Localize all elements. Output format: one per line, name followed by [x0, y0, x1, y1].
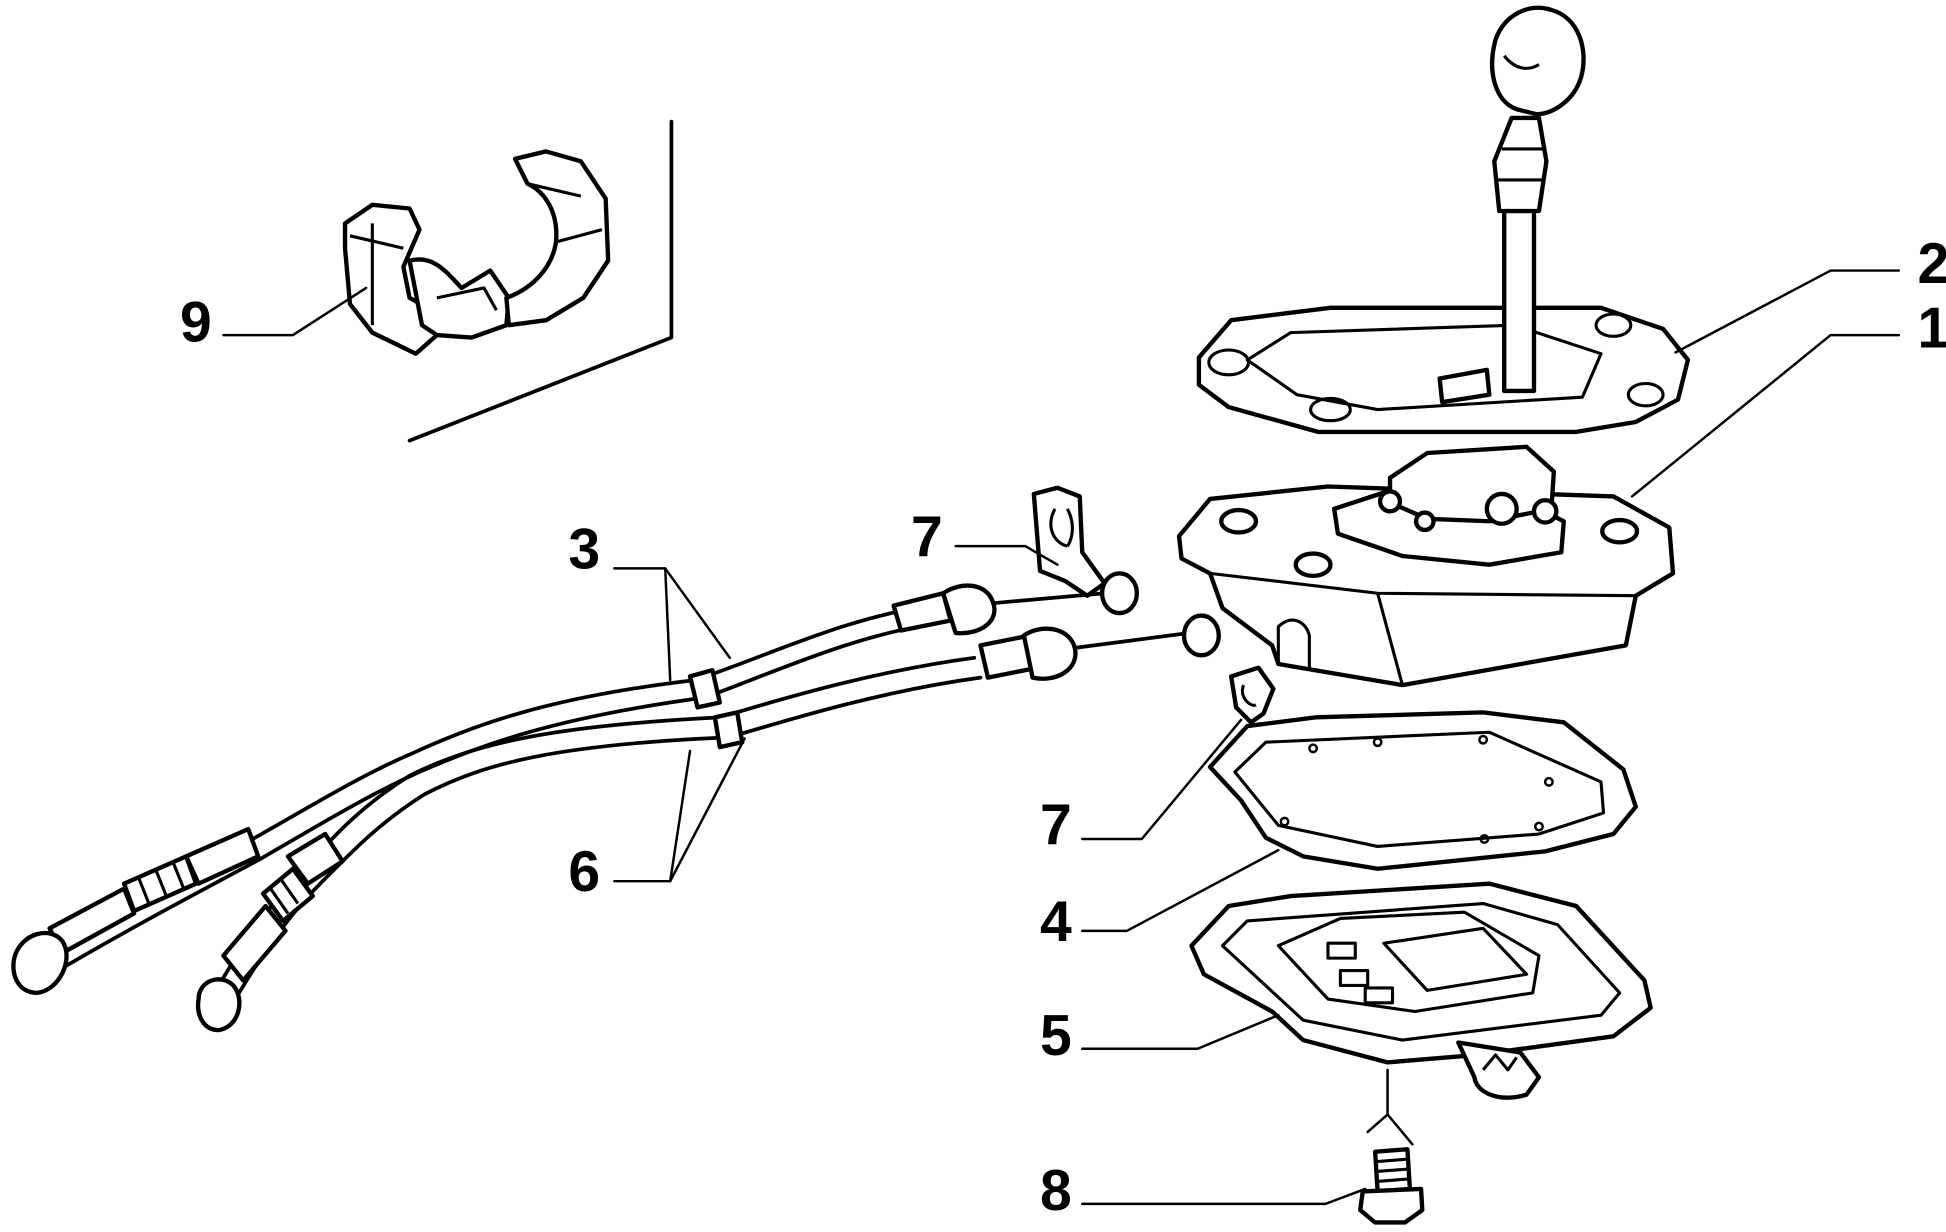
callout-6: 6 [568, 840, 600, 904]
part-4-gasket [1207, 710, 1638, 871]
callout-1: 1 [1917, 297, 1946, 361]
part-8-bolt [1358, 1147, 1425, 1225]
callout-3: 3 [568, 517, 600, 581]
callout-2: 2 [1917, 232, 1946, 296]
leader-lines [222, 269, 1901, 1206]
callout-9: 9 [180, 290, 212, 354]
callout-7-lower: 7 [1040, 793, 1072, 857]
part-5-bottom-cover [1189, 881, 1653, 1100]
part-9-cable-clip [342, 149, 611, 356]
part-1-lever-housing [1176, 444, 1676, 688]
inset-frame [407, 119, 674, 443]
callout-4: 4 [1040, 890, 1072, 954]
part-7-retaining-clips [1031, 485, 1276, 725]
part-2-lever-and-cover-plate [1196, 5, 1691, 435]
callout-5: 5 [1040, 1004, 1072, 1068]
callout-7-upper: 7 [911, 505, 943, 569]
callout-8: 8 [1040, 1159, 1072, 1223]
part-3-and-6-gear-cables [11, 571, 1221, 1033]
